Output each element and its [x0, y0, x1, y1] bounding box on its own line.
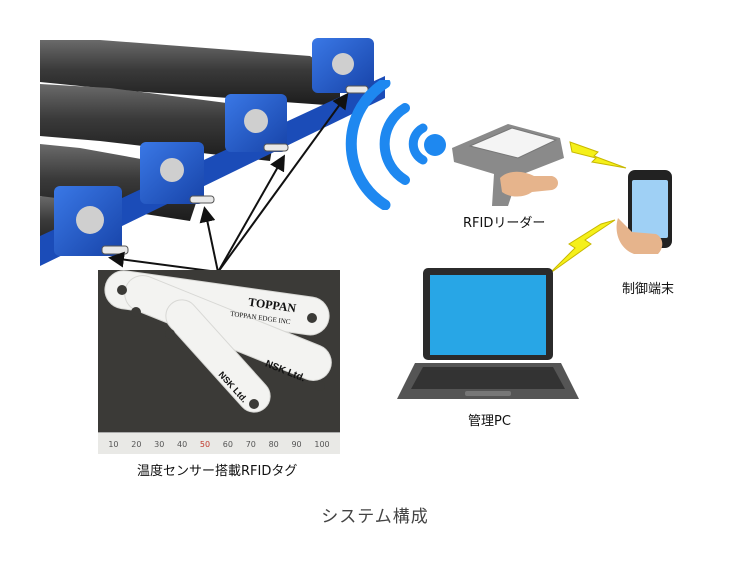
rfid-tag-photo: TOPPAN TOPPAN EDGE INC NSK Ltd. NSK Ltd.… — [98, 270, 340, 454]
rfid-reader-label: RFIDリーダー — [463, 212, 545, 231]
rfid-reader-illustration — [448, 118, 573, 208]
ruler-mark: 80 — [269, 440, 279, 449]
smartphone-illustration — [612, 168, 682, 258]
wireless-signal-icon — [345, 80, 455, 210]
control-terminal-label: 制御端末 — [622, 278, 674, 297]
arrow-to-bearing-2 — [218, 158, 283, 272]
ruler-mark: 100 — [314, 440, 329, 449]
laptop-icon — [395, 265, 580, 405]
arrow-to-bearing-1 — [218, 96, 346, 272]
ruler-mark: 50 — [200, 440, 210, 449]
ruler: 10 20 30 40 50 60 70 80 90 100 — [98, 432, 340, 454]
rfid-tag-label: 温度センサー搭載RFIDタグ — [137, 460, 297, 479]
ruler-mark: 70 — [246, 440, 256, 449]
tag-shapes — [98, 270, 340, 454]
ruler-mark: 60 — [223, 440, 233, 449]
ruler-mark: 90 — [291, 440, 301, 449]
ruler-mark: 10 — [108, 440, 118, 449]
ruler-mark: 20 — [131, 440, 141, 449]
ruler-marks: 10 20 30 40 50 60 70 80 90 100 — [98, 440, 340, 449]
arrow-to-bearing-3 — [205, 210, 218, 272]
ruler-mark: 40 — [177, 440, 187, 449]
figure-caption: システム構成 — [0, 502, 750, 527]
ruler-mark: 30 — [154, 440, 164, 449]
management-pc-label: 管理PC — [468, 410, 511, 429]
